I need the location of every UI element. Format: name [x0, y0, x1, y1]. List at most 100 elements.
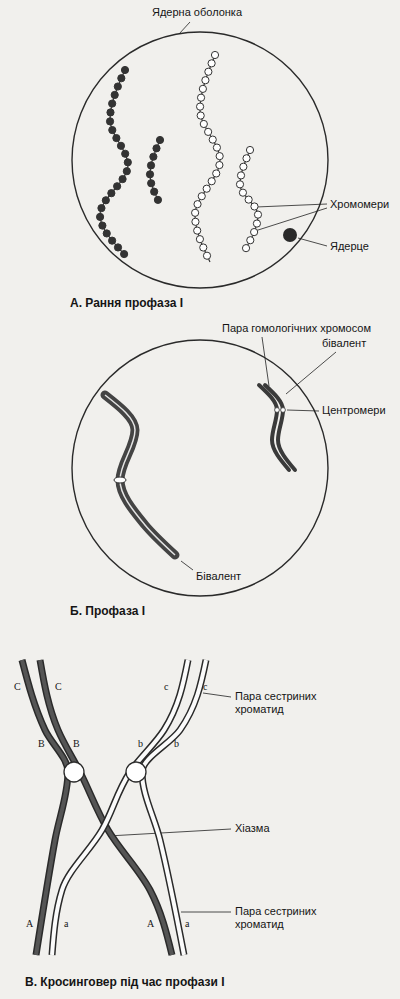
chromomere [194, 201, 201, 208]
chromomere [99, 222, 106, 229]
chromomere [98, 205, 105, 212]
chromomere [243, 155, 250, 162]
chromomere [150, 153, 157, 160]
chromomere [147, 162, 154, 169]
part-label: Ядерна оболонка [152, 6, 242, 19]
chromomere [114, 244, 121, 251]
chromomere [151, 188, 158, 195]
centromere [281, 408, 286, 413]
chromomere [251, 228, 258, 235]
part-label: Пара сестриних хроматид [235, 905, 345, 931]
panel-caption: В. Кросинговер під час профази І [25, 975, 225, 989]
chromomere [118, 75, 125, 82]
chromomere [208, 178, 215, 185]
chromomere [197, 112, 204, 119]
chromomere [194, 227, 201, 234]
chromomere [124, 159, 131, 166]
allele-letter: A [26, 919, 33, 929]
chromomere [240, 163, 247, 170]
part-label: Пара гомологічних хромосом [222, 322, 371, 335]
chromomere [202, 77, 209, 84]
bivalents [105, 385, 295, 555]
nucleolus [283, 228, 297, 242]
panel-a [72, 22, 328, 288]
allele-letter: a [64, 919, 68, 929]
chromomere [216, 153, 223, 160]
chromomere [123, 168, 130, 175]
chromomere [117, 142, 124, 149]
nuclear-envelope [72, 32, 328, 288]
allele-letter: b [138, 739, 143, 749]
chromomere [211, 51, 218, 58]
chromomere [146, 171, 153, 178]
chromomere [106, 118, 113, 125]
chromomere [121, 66, 128, 73]
chromomere [216, 161, 223, 168]
chromosome-thread [240, 150, 258, 250]
allele-letter: B [38, 739, 45, 749]
chromomere [108, 190, 115, 197]
allele-letter: A [147, 919, 154, 929]
centromere [126, 762, 146, 782]
chromomere [192, 209, 199, 216]
chromomere [192, 218, 199, 225]
chromomere [198, 193, 205, 200]
part-label: Хіазма [235, 822, 270, 835]
chromomere [245, 196, 252, 203]
centromere [64, 762, 84, 782]
chromomere [122, 150, 129, 157]
chromomere [114, 83, 121, 90]
bivalent [105, 395, 175, 555]
chromomere [113, 134, 120, 141]
part-label: Центромери [322, 404, 386, 417]
chromomere [209, 136, 216, 143]
leader-line [203, 693, 231, 697]
allele-letter: a [185, 919, 189, 929]
chromomere [246, 146, 253, 153]
chromomere [253, 220, 260, 227]
chromomere [236, 181, 243, 188]
chromomere [237, 172, 244, 179]
nuclear-envelope [72, 340, 328, 596]
leader-line [262, 337, 269, 386]
chromomere [119, 176, 126, 183]
chromomere [254, 211, 261, 218]
chromomere [203, 252, 210, 259]
leader-line [255, 208, 327, 231]
chromomere [203, 185, 210, 192]
allele-letter: b [174, 739, 179, 749]
chromomere [109, 126, 116, 133]
chromomere [213, 144, 220, 151]
chromatid-fill [22, 660, 68, 955]
centromere [275, 408, 280, 413]
chromomere [199, 85, 206, 92]
chromomere [251, 203, 258, 210]
chromomere [196, 236, 203, 243]
chromomere [196, 103, 203, 110]
panel-caption: Б. Профаза І [70, 604, 145, 618]
part-label: Ядерце [330, 240, 369, 253]
leader-line [298, 238, 327, 246]
chromomere [242, 245, 249, 252]
allele-letter: C [55, 682, 62, 692]
chromatid-fill [52, 660, 188, 955]
leader-line [286, 352, 336, 394]
chromomere [200, 120, 207, 127]
allele-letter: B [73, 739, 80, 749]
leader-line [108, 829, 231, 836]
leader-line [256, 204, 327, 207]
allele-letter: c [203, 682, 207, 692]
chromomere [96, 213, 103, 220]
part-label: Бівалент [196, 570, 241, 583]
chromatid [22, 660, 68, 955]
bivalent-split [105, 395, 175, 555]
allele-letter: c [164, 682, 168, 692]
chromomere [156, 136, 163, 143]
chromomere [200, 244, 207, 251]
chromomere [205, 68, 212, 75]
chromomere [107, 109, 114, 116]
leader-line [179, 22, 190, 34]
chromomere [239, 189, 246, 196]
chromomere [154, 196, 161, 203]
panel-caption: А. Рання профаза І [70, 296, 183, 310]
